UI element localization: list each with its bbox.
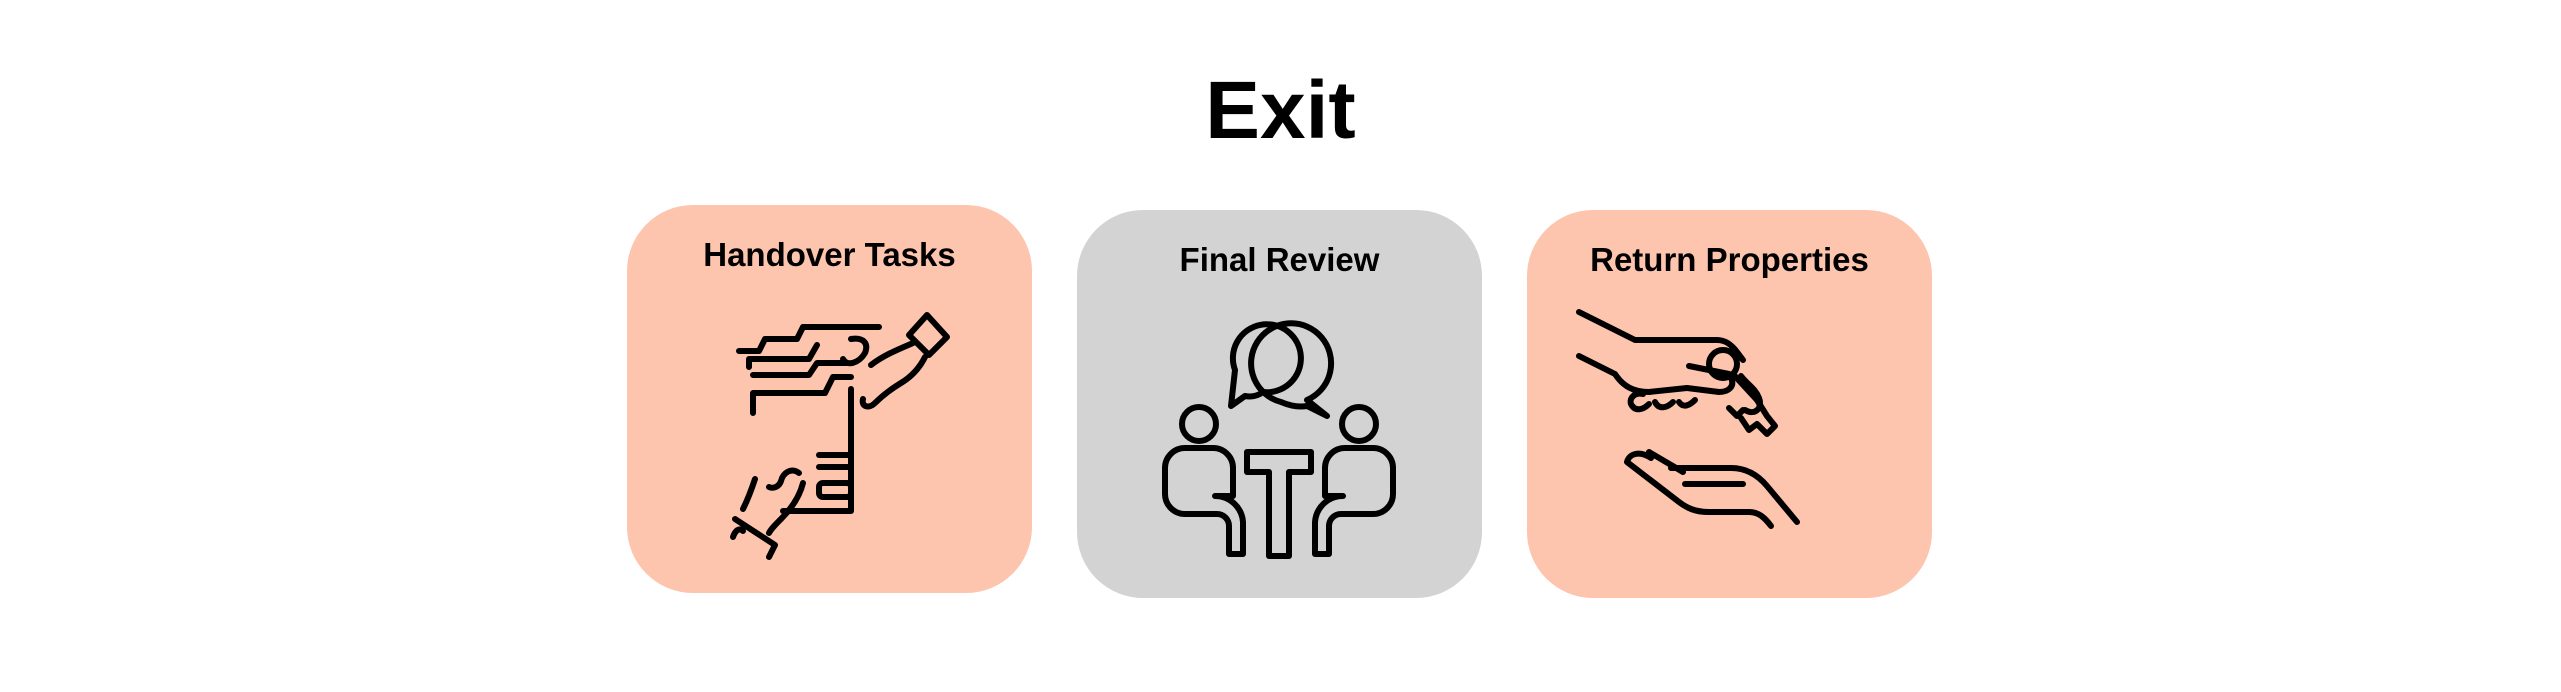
meeting-icon: [1162, 320, 1396, 559]
handover-tasks-icon: [730, 312, 950, 560]
page-title: Exit: [1205, 65, 1356, 156]
key-handover-icon: [1576, 309, 1800, 529]
card-label: Handover Tasks: [703, 236, 956, 273]
card-final-review: Final Review: [1077, 210, 1482, 598]
card-label: Final Review: [1179, 241, 1380, 278]
card-handover-tasks: Handover Tasks: [627, 205, 1032, 593]
card-return-properties: Return Properties: [1527, 210, 1932, 598]
card-label: Return Properties: [1590, 241, 1869, 278]
